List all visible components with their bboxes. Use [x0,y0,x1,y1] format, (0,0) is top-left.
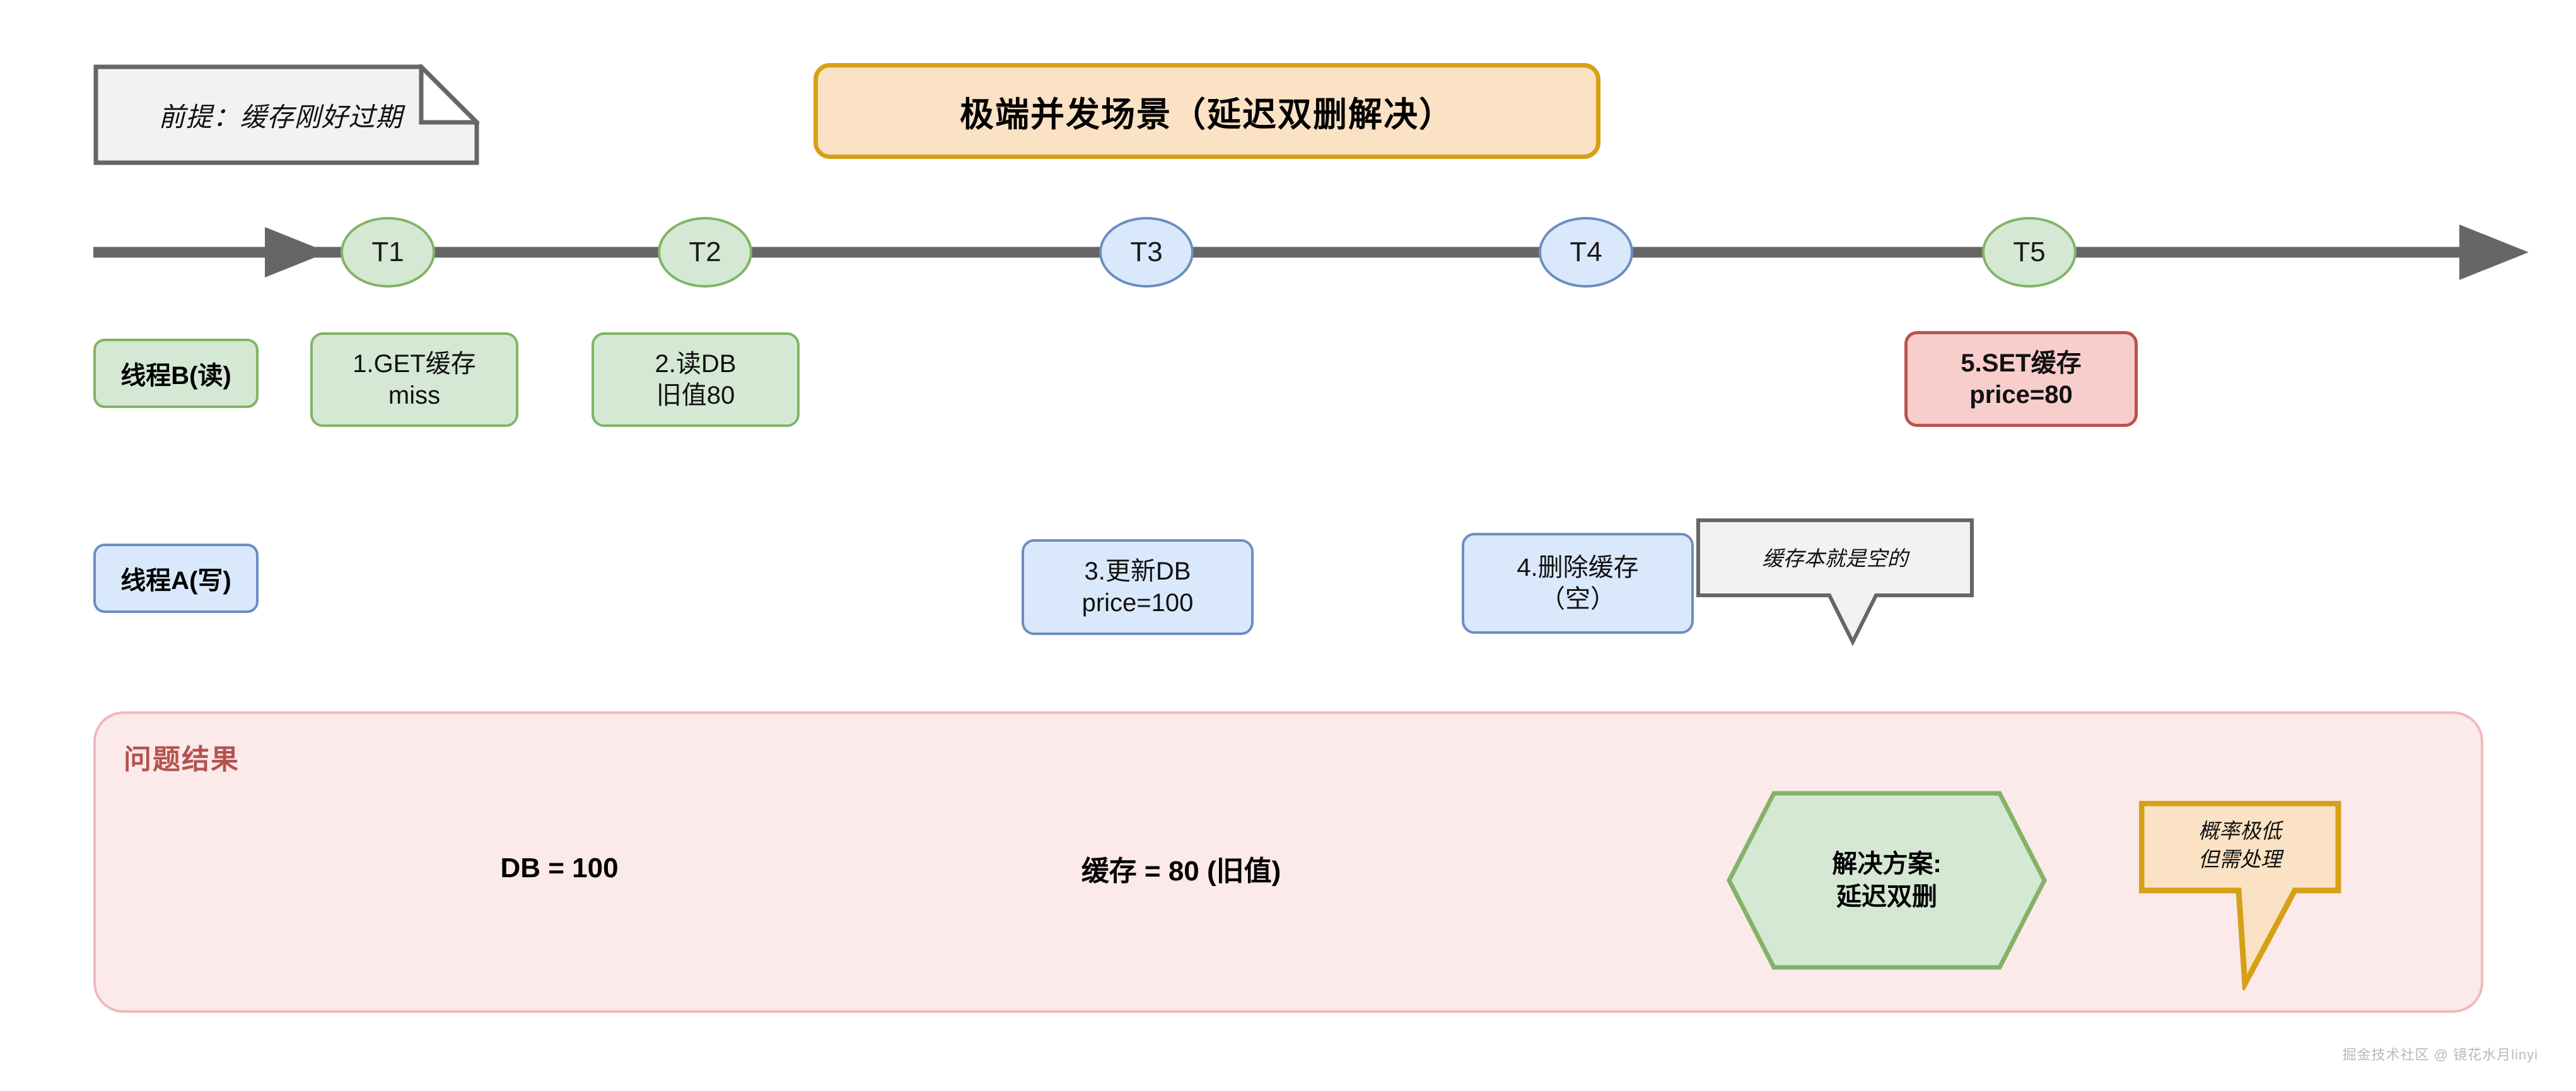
step-line: （空） [1540,585,1616,613]
timeline-node-t5[interactable]: T5 [1982,217,2077,288]
step-line: 5.SET缓存 [1961,349,2082,377]
solution-hexagon-text: 解决方案: 延迟双删 [1727,791,2047,970]
step-line: 4.删除缓存 [1517,554,1639,581]
solution-line-2: 延迟双删 [1836,883,1937,911]
step-line: 2.读DB [655,350,737,378]
result-panel [93,711,2483,1013]
timeline-arrow-icon [93,225,2529,280]
callout-cache-already-empty: 缓存本就是空的 [1696,518,1974,651]
step-box-update-db[interactable]: 3.更新DB price=100 [1022,539,1254,635]
result-box-db-text: DB = 100 [500,853,619,884]
lane-label-thread-a-text: 线程A(写) [120,567,231,595]
page-title: 极端并发场景（延迟双删解决） [813,63,1600,159]
step-line: 1.GET缓存 [353,350,476,378]
timeline-node-label: T3 [1130,236,1163,267]
step-box-set-cache[interactable]: 5.SET缓存 price=80 [1904,331,2138,427]
step-box-read-db[interactable]: 2.读DB 旧值80 [592,332,800,427]
solution-line-1: 解决方案: [1832,850,1942,878]
timeline-node-t4[interactable]: T4 [1539,217,1633,288]
lane-label-thread-b-text: 线程B(读) [120,362,231,390]
timeline-node-t3[interactable]: T3 [1099,217,1194,288]
timeline-node-t1[interactable]: T1 [341,217,435,288]
solution-hexagon: 解决方案: 延迟双删 [1727,791,2047,970]
step-box-get-cache[interactable]: 1.GET缓存 miss [310,332,518,427]
speech-bubble-icon [1696,518,1974,646]
step-line: price=80 [1969,381,2073,409]
speech-bubble-icon [2139,801,2341,990]
lane-label-thread-b: 线程B(读) [93,339,259,408]
timeline-node-t2[interactable]: T2 [658,217,752,288]
timeline-node-label: T5 [2013,236,2046,267]
result-box-db: DB = 100 [436,815,682,922]
hexagon-icon [1727,791,2047,970]
result-box-cache: 缓存 = 80 (旧值) [976,815,1386,922]
callout-text: 概率极低 但需处理 [2139,801,2341,890]
result-box-cache-text: 缓存 = 80 (旧值) [1081,856,1281,887]
step-line: 旧值80 [656,382,735,409]
step-line: price=100 [1081,589,1194,617]
timeline-node-label: T4 [1570,236,1602,267]
note-shape-icon [93,64,479,165]
step-box-delete-cache[interactable]: 4.删除缓存 （空） [1462,533,1694,634]
timeline-node-label: T1 [371,236,404,267]
lane-label-thread-a: 线程A(写) [93,544,259,613]
premise-text: 前提：缓存刚好过期 [158,102,403,132]
callout-line-2: 但需处理 [2198,848,2282,871]
premise-note: 前提：缓存刚好过期 [93,64,479,165]
step-line: 3.更新DB [1084,557,1191,585]
timeline-node-label: T2 [689,236,721,267]
timeline-axis [0,214,2576,290]
watermark: 掘金技术社区 @ 镜花水月linyi [2342,1047,2538,1063]
page-title-text: 极端并发场景（延迟双删解决） [960,95,1454,134]
result-panel-title: 问题结果 [124,744,240,775]
callout-low-probability: 概率极低 但需处理 [2139,801,2360,990]
callout-text: 缓存本就是空的 [1762,547,1908,570]
callout-line-1: 概率极低 [2198,819,2282,843]
step-line: miss [388,382,441,409]
